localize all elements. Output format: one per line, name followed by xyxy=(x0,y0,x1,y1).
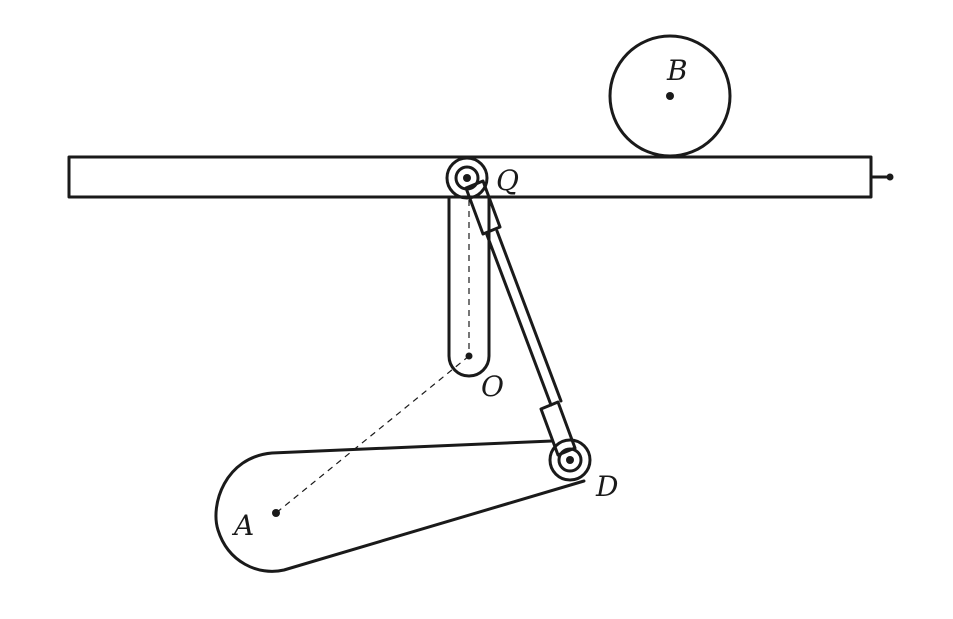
joint-d-inner xyxy=(557,447,583,473)
bar-end-pin-dot xyxy=(886,173,894,181)
joint-d-center xyxy=(566,456,574,464)
joint-q-outer xyxy=(445,156,489,200)
label-b: B xyxy=(666,54,688,87)
label-a: A xyxy=(231,509,254,542)
dashed-line-o-a xyxy=(275,355,470,514)
connecting-rod-edge-1 xyxy=(485,233,553,407)
label-d: D xyxy=(595,470,618,503)
joint-q-inner xyxy=(454,165,480,191)
point-a-dot xyxy=(272,509,280,517)
vertical-slotted-arm xyxy=(447,195,491,378)
joint-q-center xyxy=(463,174,471,182)
label-o: O xyxy=(481,370,504,403)
label-q: Q xyxy=(496,164,519,197)
connecting-rod-edge-2 xyxy=(495,229,563,403)
joint-d-outer xyxy=(548,438,592,482)
crank-plate xyxy=(214,439,586,573)
rod-sleeve-bottom xyxy=(539,400,577,457)
ball-b-center xyxy=(666,92,674,100)
point-o-dot xyxy=(465,352,473,360)
